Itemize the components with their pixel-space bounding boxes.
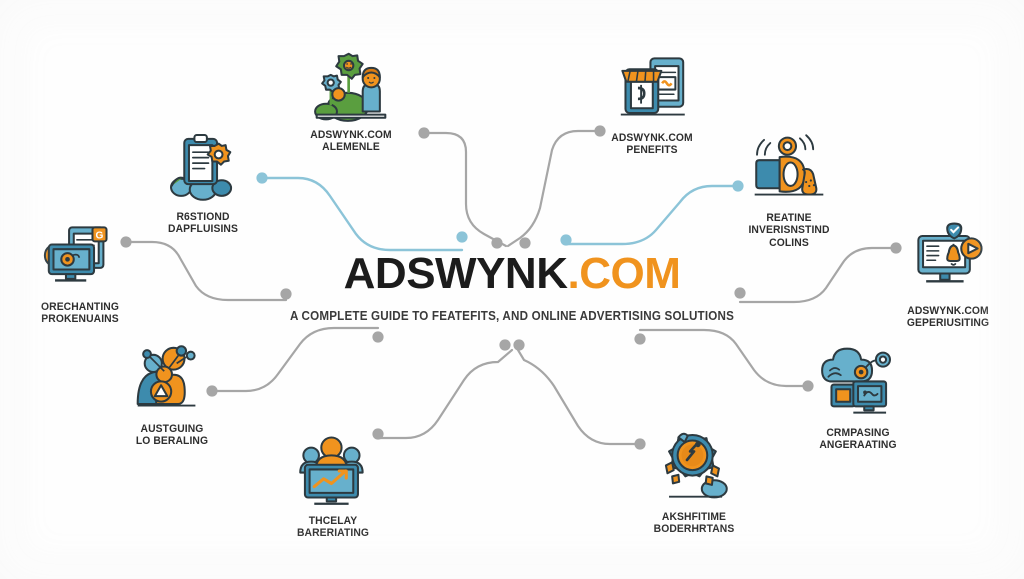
dot-targeting-end — [372, 331, 384, 343]
label-line: LO BERALING — [135, 435, 209, 448]
gear-rocket-icon — [655, 428, 733, 506]
label-line: PENEFITS — [626, 144, 678, 157]
wire-benefits — [506, 129, 602, 248]
dot-programs-end — [280, 288, 292, 300]
wire-campaigns — [638, 328, 810, 388]
dot-realtime-end — [560, 234, 572, 246]
cloud-devices-icon — [819, 344, 897, 422]
label-line: AUSTGUING — [140, 423, 204, 435]
dot-documents-end — [456, 231, 468, 243]
wire-optimization — [516, 348, 642, 446]
label-line: GEPERIUSITING — [906, 317, 990, 330]
brand-tld: COM — [579, 249, 681, 298]
clipboard-gear-icon — [164, 128, 242, 206]
label-line: ADSWYNK.COM — [907, 305, 989, 317]
dot-targeting-start — [206, 385, 218, 397]
wire-elements — [422, 131, 508, 248]
flower-gear-person-icon — [312, 46, 390, 124]
wire-targeting — [210, 326, 380, 393]
dot-advertising-end — [734, 287, 746, 299]
megaphone-money-icon — [750, 129, 828, 207]
label-line: INVERISNSTIND — [748, 224, 830, 237]
wire-advertising — [738, 246, 898, 304]
storefront-mobile-icon — [613, 49, 691, 127]
dot-campaigns-start — [802, 380, 814, 392]
dot-elements-start — [418, 127, 430, 139]
label-line: REATINE — [766, 212, 812, 224]
label-line: BODERHRTANS — [653, 523, 735, 536]
brand-tagline: A COMPLETE GUIDE TO FEATEFITS, AND ONLIN… — [289, 309, 735, 323]
label-line: COLINS — [769, 236, 809, 249]
label-line: BARERIATING — [296, 527, 370, 540]
dot-benefits-end — [519, 237, 531, 249]
label-line: DAPFLUISINS — [168, 223, 238, 236]
dot-benefits-start — [594, 125, 606, 137]
brand-logo: ADSWYNK.COM — [0, 252, 1024, 296]
label-line: AKSHFITIME — [661, 511, 727, 523]
dot-analytics-end — [499, 339, 511, 351]
wire-analytics — [376, 348, 514, 440]
dot-documents-start — [256, 172, 268, 184]
label-line: R6STIOND — [176, 211, 230, 223]
dot-optimization-start — [634, 438, 646, 450]
label-line: ADSWYNK.COM — [611, 132, 693, 144]
label-line: ADSWYNK.COM — [310, 129, 392, 141]
dot-elements-end — [491, 237, 503, 249]
label-line: ORECHANTING — [40, 301, 120, 313]
brand-name: ADSWYNK — [343, 249, 568, 298]
brand-dot: . — [567, 249, 580, 298]
dot-programs-start — [120, 236, 132, 248]
network-people-icon — [133, 340, 211, 418]
label-line: ALEMENLE — [322, 141, 380, 154]
dot-optimization-end — [513, 339, 525, 351]
wire-programs — [124, 240, 288, 302]
dot-realtime-start — [732, 180, 744, 192]
label-line: CRMPASING — [826, 427, 890, 439]
dot-analytics-start — [372, 428, 384, 440]
monitor-bell-play-icon — [909, 222, 987, 300]
wire-realtime — [564, 184, 740, 246]
label-line: ANGERAATING — [819, 439, 897, 452]
dot-campaigns-end — [634, 333, 646, 345]
label-line: PROKENUAINS — [41, 313, 119, 326]
wire-documents — [260, 176, 464, 252]
brand-block: ADSWYNK.COM A COMPLETE GUIDE TO FEATEFIT… — [0, 252, 1024, 324]
monitor-document-icon: G — [41, 218, 119, 296]
team-growth-chart-icon — [294, 432, 372, 510]
label-line: THCELAY — [308, 515, 358, 527]
dot-advertising-start — [890, 242, 902, 254]
svg-text:G: G — [96, 230, 104, 241]
